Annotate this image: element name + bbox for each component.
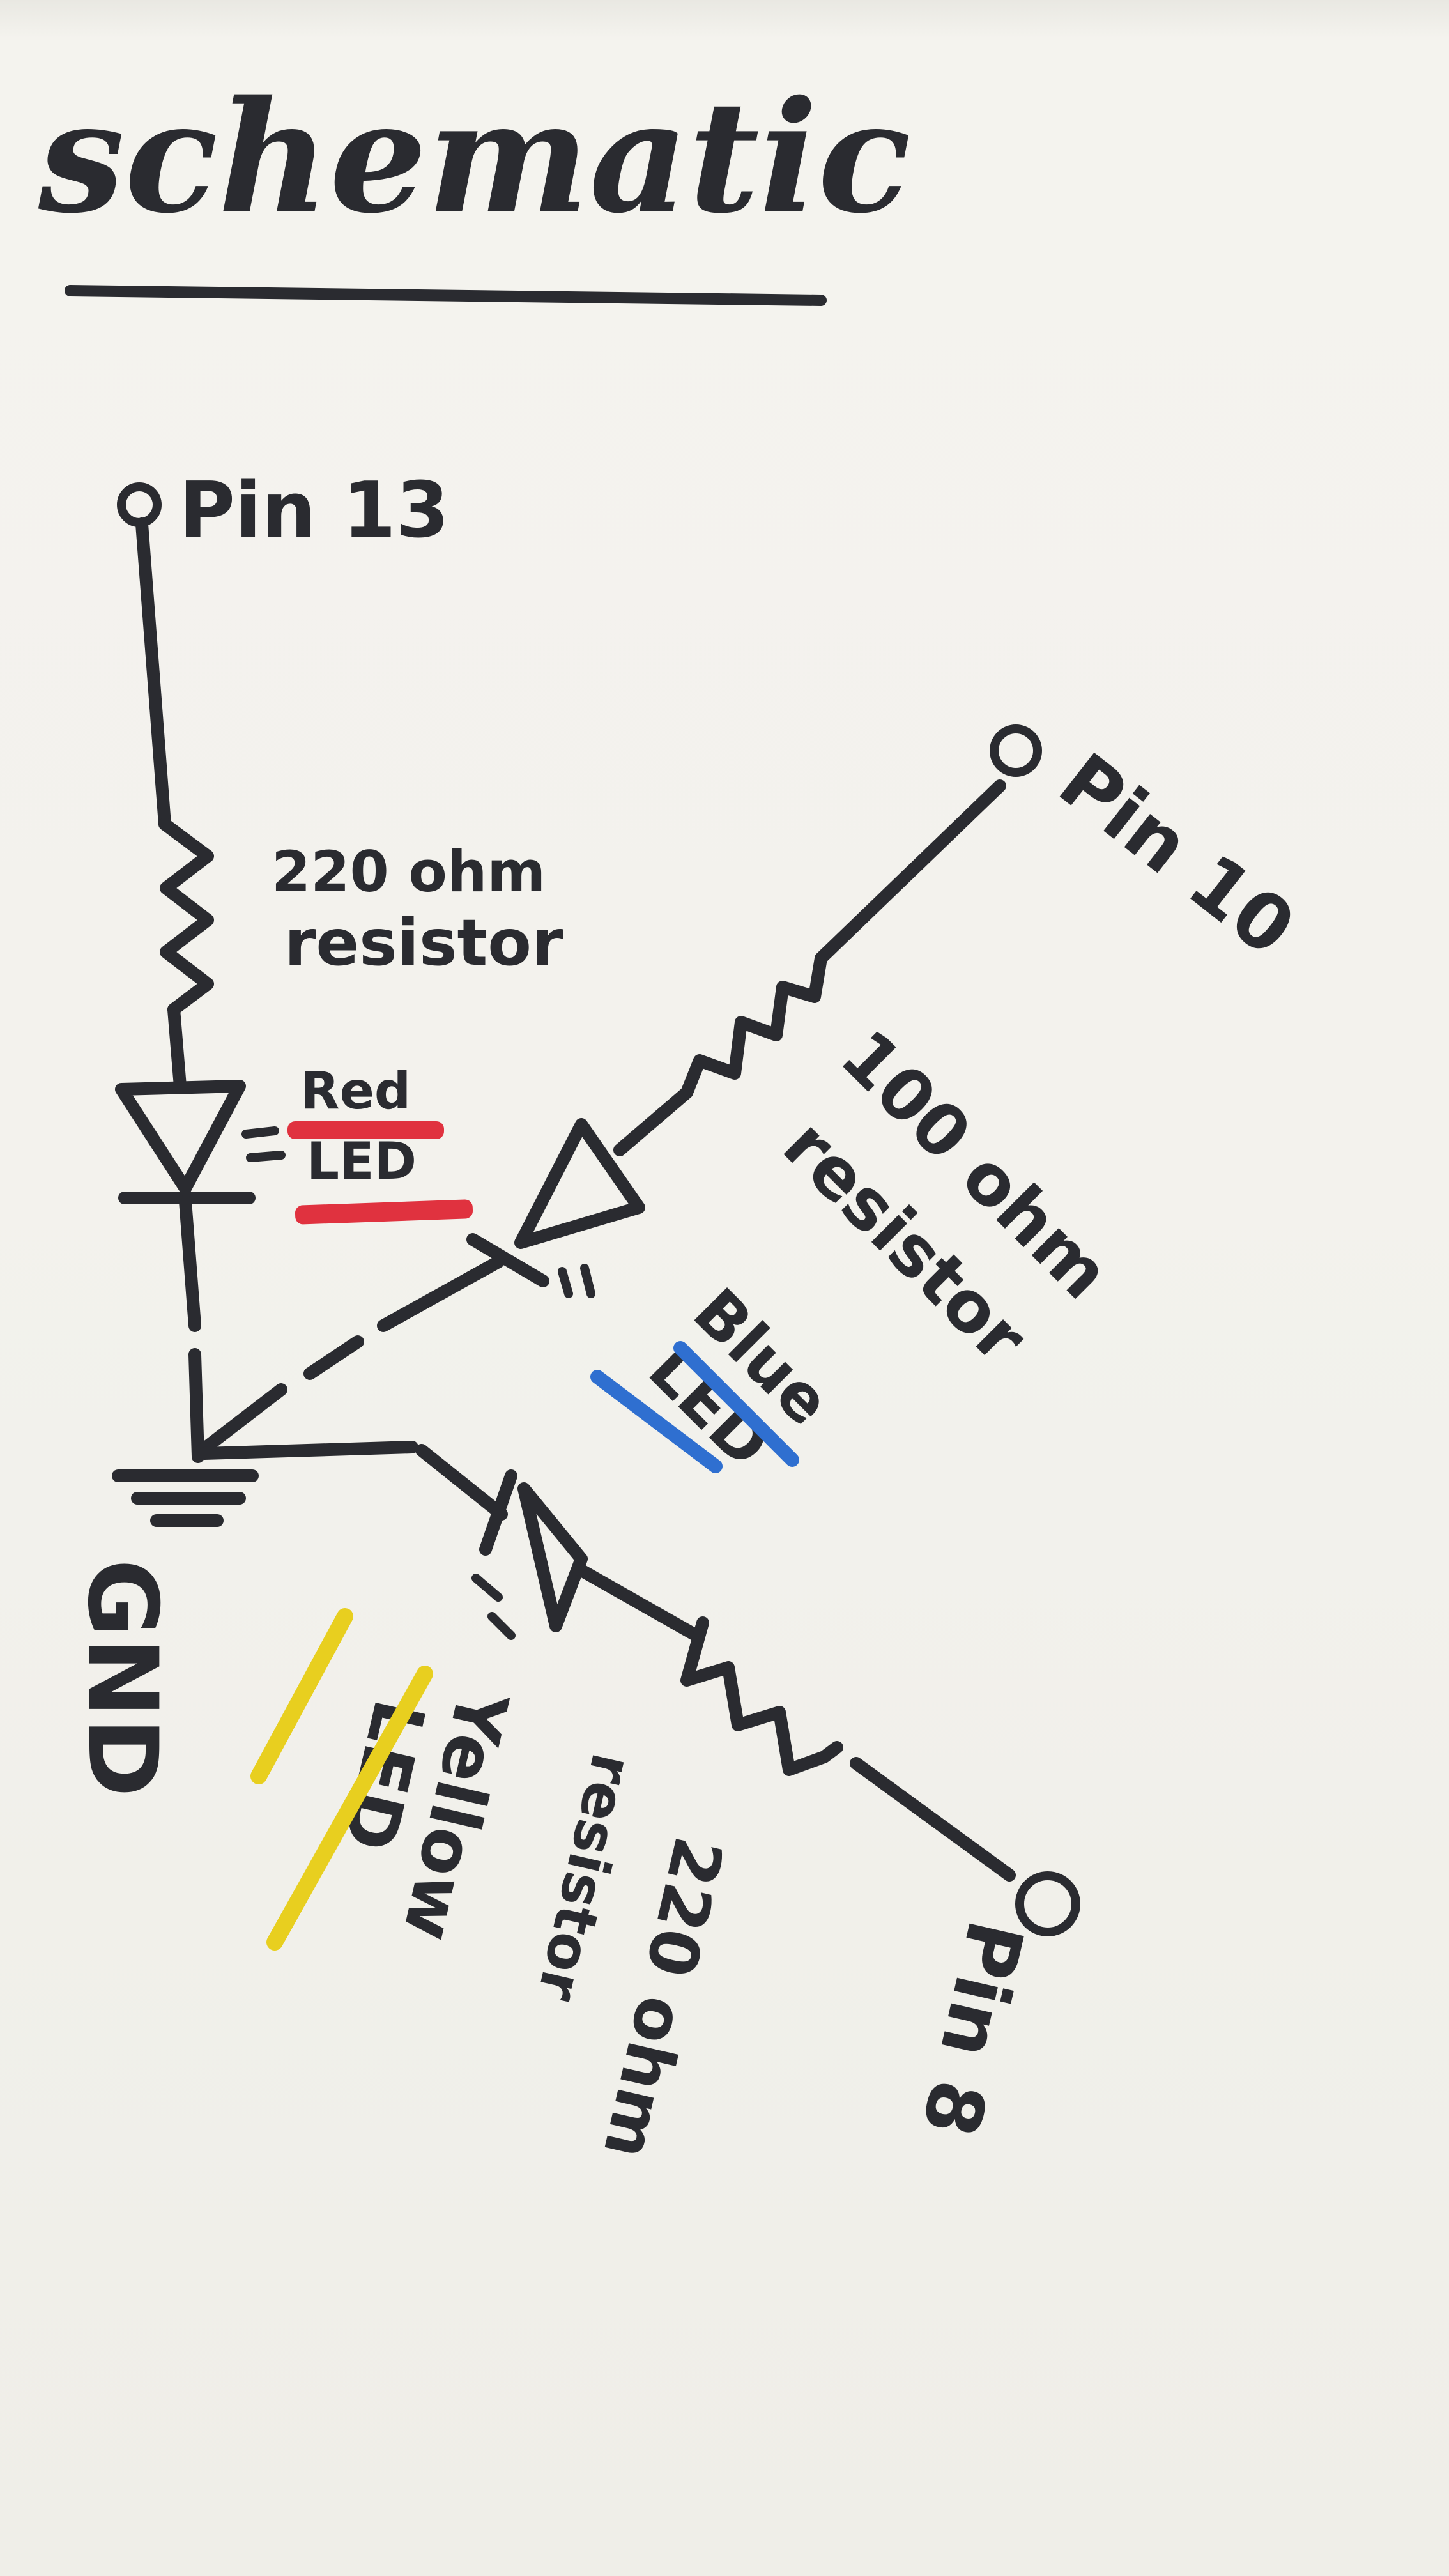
red-led-type-label: LED [307, 1131, 417, 1191]
branch-pin13: Pin 13 220 ohm resistor Red LED [115, 466, 564, 1463]
page-title: schematic [38, 67, 911, 247]
red-highlight-bottom [295, 1199, 473, 1225]
yellow-highlight-2 [266, 1666, 433, 1951]
resistor-pin13-symbol [158, 818, 214, 1016]
blue-highlight-2 [590, 1370, 723, 1473]
pin13-terminal [117, 482, 162, 527]
title-underline [65, 285, 827, 306]
blue-highlight-1 [673, 1341, 799, 1467]
pin10-terminal [990, 724, 1042, 777]
red-led-light-arrows-icon [241, 1126, 286, 1162]
resistor-pin13-type-label: resistor [284, 905, 564, 980]
resistor-pin10-symbol [680, 952, 827, 1099]
pin10-wire [815, 779, 1006, 965]
red-highlight-top [288, 1121, 444, 1139]
resistor-pin8-symbol [680, 1616, 843, 1776]
red-led-to-gnd-wire-lower [188, 1348, 204, 1463]
gnd-label: GND [66, 1559, 178, 1797]
blue-led-symbol [514, 1118, 645, 1249]
pin13-wire [135, 518, 171, 831]
wire-yellow-led-to-resistor [572, 1562, 703, 1642]
resistor-pin13-value-label: 220 ohm [272, 839, 546, 905]
yellow-led-cathode-bar [479, 1469, 518, 1556]
yellow-led-light-arrows-icon [471, 1574, 516, 1640]
red-led-color-label: Red [300, 1061, 411, 1121]
blue-led-light-arrows-icon [558, 1264, 595, 1298]
red-led-to-gnd-wire [179, 1195, 201, 1332]
blue-led-cathode-bar [466, 1233, 549, 1287]
wire-resistor-to-red-led [167, 1003, 187, 1092]
gnd-to-yellow-wire [198, 1441, 508, 1521]
resistor-pin8-type-label: resistor [524, 1747, 646, 2007]
wire-resistor-to-blue-led [613, 1086, 693, 1156]
ground-symbol [112, 1469, 259, 1527]
branch-pin10: Pin 10 100 ohm resistor Blue LED [192, 724, 1310, 1482]
pin8-wire [850, 1757, 1016, 1882]
branch-pin8: Pin 8 220 ohm resistor Yellow LED [198, 1441, 1080, 2166]
pin13-label: Pin 13 [179, 466, 449, 555]
red-led-symbol [115, 1080, 246, 1195]
yellow-highlight-1 [250, 1608, 353, 1784]
pin10-label: Pin 10 [1043, 737, 1310, 973]
yellow-led-symbol [518, 1482, 588, 1632]
pin8-label: Pin 8 [904, 1912, 1039, 2143]
blue-led-to-gnd-wire [192, 1255, 505, 1460]
pin8-terminal [1015, 1871, 1080, 1936]
